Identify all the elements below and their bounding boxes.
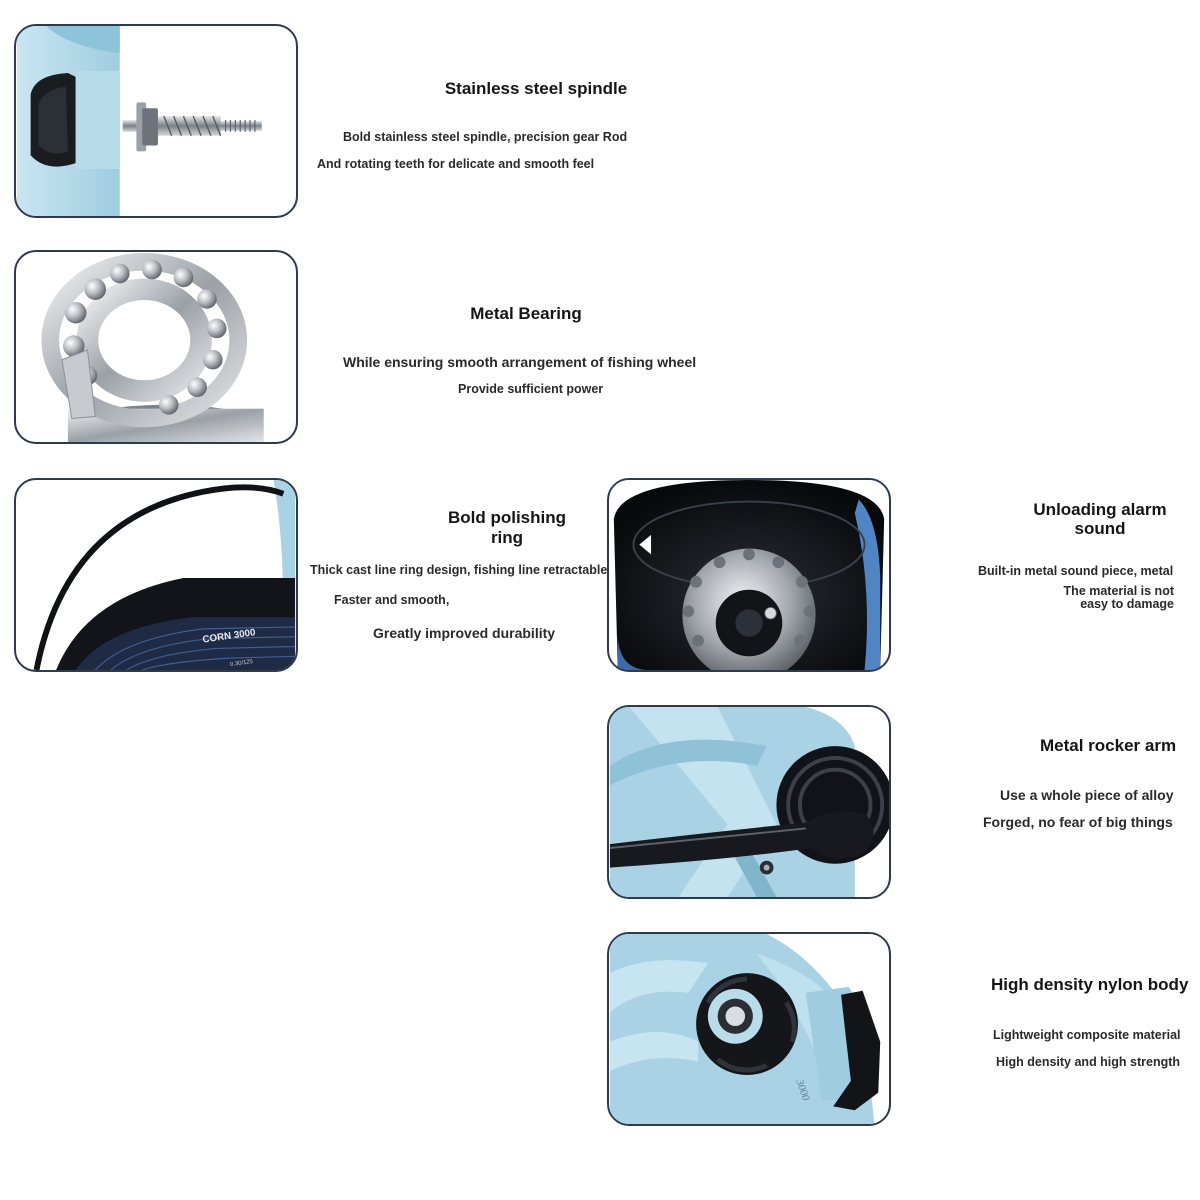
alarm-title-line2: sound bbox=[1074, 519, 1126, 538]
body-desc-1: Lightweight composite material bbox=[993, 1028, 1181, 1042]
ring-illustration: CORN 3000 0.30/125 bbox=[33, 480, 296, 670]
ring-image-panel: CORN 3000 0.30/125 bbox=[14, 478, 298, 672]
ring-title-line1: Bold polishing bbox=[447, 508, 567, 527]
alarm-illustration bbox=[609, 480, 889, 670]
ring-desc-2: Faster and smooth, bbox=[334, 593, 450, 607]
ring-desc-3: Greatly improved durability bbox=[373, 625, 556, 641]
ring-desc-1: Thick cast line ring design, fishing lin… bbox=[310, 563, 608, 577]
spindle-desc-2: And rotating teeth for delicate and smoo… bbox=[317, 157, 595, 171]
bearing-desc-2: Provide sufficient power bbox=[458, 382, 604, 396]
spindle-illustration bbox=[16, 26, 262, 216]
spindle-title: Stainless steel spindle bbox=[444, 79, 628, 98]
body-desc-2: High density and high strength bbox=[996, 1055, 1181, 1069]
body-image-panel: 3000 bbox=[607, 932, 891, 1126]
rocker-title: Metal rocker arm bbox=[1040, 736, 1177, 755]
alarm-image-panel bbox=[607, 478, 891, 672]
rocker-image-panel bbox=[607, 705, 891, 899]
ring-title-line2: ring bbox=[490, 528, 524, 547]
alarm-desc-2: The material is not bbox=[1063, 584, 1174, 598]
body-title: High density nylon body bbox=[991, 975, 1189, 994]
spindle-desc-1: Bold stainless steel spindle, precision … bbox=[343, 130, 628, 144]
bearing-title: Metal Bearing bbox=[470, 304, 582, 323]
alarm-desc-1: Built-in metal sound piece, metal bbox=[978, 564, 1174, 578]
rocker-desc-2: Forged, no fear of big things bbox=[983, 814, 1173, 830]
bearing-illustration bbox=[41, 252, 264, 442]
bearing-desc-1: While ensuring smooth arrangement of fis… bbox=[343, 354, 697, 370]
rocker-desc-1: Use a whole piece of alloy bbox=[1000, 787, 1174, 803]
alarm-desc-3: easy to damage bbox=[1080, 597, 1174, 611]
rocker-illustration bbox=[609, 707, 889, 897]
spindle-image-panel bbox=[14, 24, 298, 218]
alarm-title-line1: Unloading alarm bbox=[1033, 500, 1167, 519]
bearing-image-panel bbox=[14, 250, 298, 444]
body-illustration: 3000 bbox=[609, 934, 889, 1124]
spool-spec-label: 0.30/125 bbox=[230, 659, 254, 668]
